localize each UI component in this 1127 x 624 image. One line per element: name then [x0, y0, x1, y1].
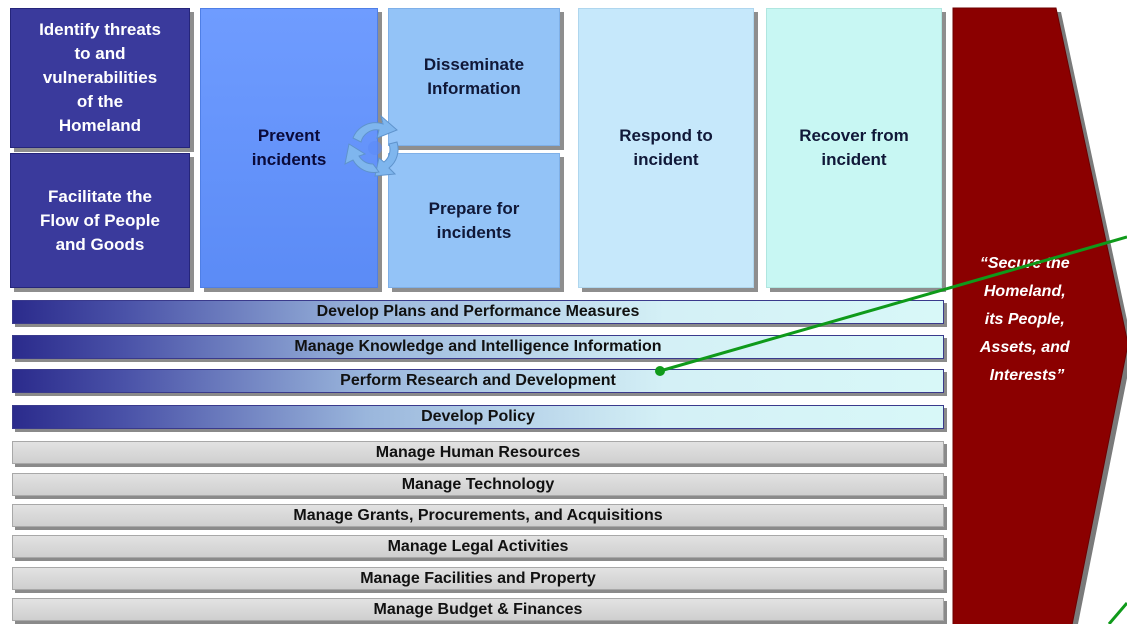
bar-develop-plans-label: Develop Plans and Performance Measures	[316, 303, 640, 320]
identify-threats-box: Identify threats to and vulnerabilities …	[10, 8, 190, 148]
bar-budget-label: Manage Budget & Finances	[373, 600, 583, 618]
facilitate-flow-box: Facilitate the Flow of People and Goods	[10, 153, 190, 288]
mission-chevron	[952, 7, 1127, 624]
facilitate-flow-label: Facilitate the Flow of People and Goods	[40, 186, 160, 254]
bar-grants: Manage Grants, Procurements, and Acquisi…	[12, 504, 944, 527]
circular-arrows-icon	[344, 114, 399, 177]
bar-develop-policy-label: Develop Policy	[421, 408, 535, 425]
pointer-dot	[655, 366, 665, 376]
disseminate-information-box: Disseminate Information	[388, 8, 560, 146]
bar-develop-policy: Develop Policy	[12, 405, 944, 429]
bar-grants-label: Manage Grants, Procurements, and Acquisi…	[293, 506, 663, 524]
recover-from-incident-box: Recover from incident	[766, 8, 942, 288]
bar-legal: Manage Legal Activities	[12, 535, 944, 558]
prevent-incidents-label: Prevent incidents	[251, 126, 327, 169]
disseminate-information-label: Disseminate Information	[423, 55, 525, 98]
respond-to-incident-box: Respond to incident	[578, 8, 754, 288]
pointer-line	[659, 235, 1127, 373]
mission-line-5: Interests”	[990, 367, 1065, 384]
prepare-for-incidents-label: Prepare for incidents	[428, 198, 520, 242]
respond-to-incident-label: Respond to incident	[619, 126, 713, 169]
bar-technology: Manage Technology	[12, 473, 944, 496]
bar-develop-plans: Develop Plans and Performance Measures	[12, 300, 944, 324]
bar-manage-knowledge: Manage Knowledge and Intelligence Inform…	[12, 335, 944, 359]
bar-legal-label: Manage Legal Activities	[387, 537, 569, 555]
mission-line-2: Homeland,	[984, 283, 1066, 300]
recover-from-incident-label: Recover from incident	[799, 126, 909, 169]
bar-human-resources-label: Manage Human Resources	[375, 443, 581, 461]
bar-facilities: Manage Facilities and Property	[12, 567, 944, 590]
bar-manage-knowledge-label: Manage Knowledge and Intelligence Inform…	[294, 338, 662, 355]
bar-facilities-label: Manage Facilities and Property	[360, 569, 596, 587]
pointer-line-bottom	[1107, 602, 1127, 624]
bar-budget: Manage Budget & Finances	[12, 598, 944, 621]
mission-statement: “Secure the Homeland, its People, Assets…	[979, 255, 1074, 384]
bar-research-development: Perform Research and Development	[12, 369, 944, 393]
bar-research-development-label: Perform Research and Development	[340, 372, 616, 389]
bar-human-resources: Manage Human Resources	[12, 441, 944, 464]
prepare-for-incidents-box: Prepare for incidents	[388, 153, 560, 288]
mission-line-3: its People,	[985, 311, 1065, 328]
mission-line-4: Assets, and	[979, 339, 1071, 356]
identify-threats-label: Identify threats to and vulnerabilities …	[39, 20, 161, 135]
bar-technology-label: Manage Technology	[401, 475, 555, 493]
